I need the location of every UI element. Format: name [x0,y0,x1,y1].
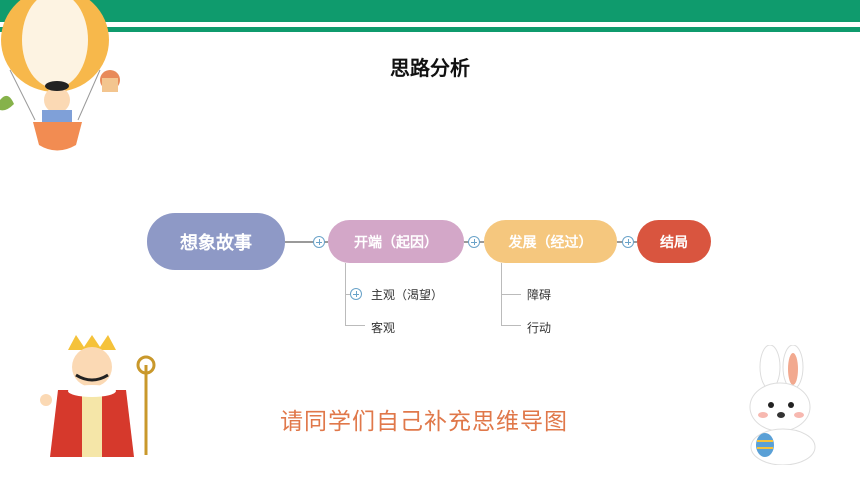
expand-icon[interactable] [350,288,362,300]
mindmap-root-node[interactable]: 想象故事 [147,213,285,270]
mindmap-node-start[interactable]: 开端（起因） [328,220,464,263]
mindmap-child-node[interactable]: 客观 [371,321,396,335]
header-bar [0,0,860,22]
hot-air-balloon-illustration [0,0,120,151]
mindmap-node-development[interactable]: 发展（经过） [484,220,617,263]
branch-line [501,294,521,295]
collapse-icon[interactable] [622,236,634,248]
mindmap-child-node[interactable]: 障碍 [527,288,552,302]
rabbit-illustration [749,345,816,465]
mindmap-child-node[interactable]: 行动 [527,321,552,335]
branch-line [345,294,353,295]
branch-line [501,325,521,326]
king-illustration [40,335,156,457]
footer-instruction-text: 请同学们自己补充思维导图 [280,409,568,435]
connector-root-start [285,241,328,243]
page-title: 思路分析 [390,56,470,80]
collapse-icon[interactable] [313,236,325,248]
branch-line [345,325,365,326]
mindmap-node-ending[interactable]: 结局 [637,220,711,263]
collapse-icon[interactable] [468,236,480,248]
header-line [0,27,860,32]
mindmap-child-node[interactable]: 主观（渴望） [371,288,444,302]
